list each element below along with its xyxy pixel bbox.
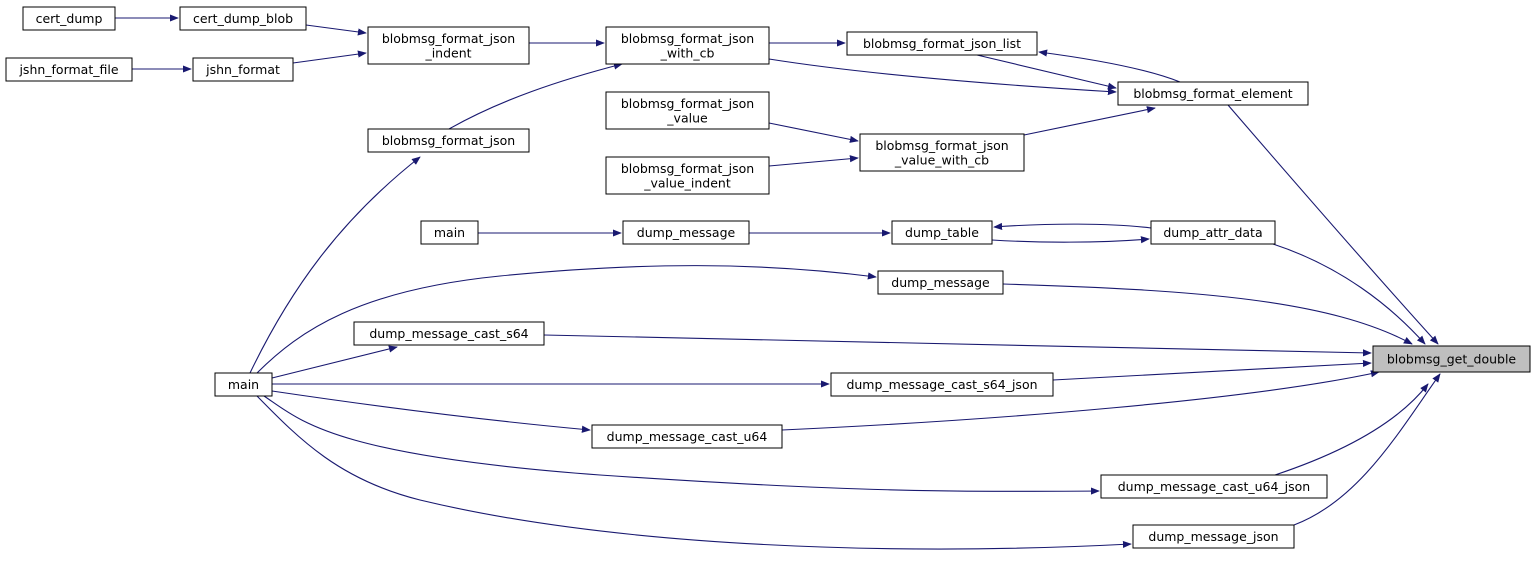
edge-main2-to-dump_message2	[256, 265, 877, 374]
node-label: blobmsg_format_json_list	[863, 36, 1021, 51]
node-label: _with_cb	[660, 45, 715, 60]
node-bfj-value[interactable]: blobmsg_format_json_value	[605, 91, 770, 130]
node-bfj-indent[interactable]: blobmsg_format_json_indent	[367, 26, 530, 65]
edge-cast_s64-to-get_double	[543, 334, 1372, 357]
edge-dump_attr_data-to-get_double	[1272, 243, 1426, 345]
node-bf-element[interactable]: blobmsg_format_element	[1117, 81, 1309, 106]
node-main2[interactable]: main	[214, 372, 273, 397]
node-dump-message2[interactable]: dump_message	[877, 270, 1004, 295]
node-bfj-with-cb[interactable]: blobmsg_format_json_with_cb	[605, 26, 770, 65]
edge-bfj_value-to-bfj_value_with_cb	[768, 122, 859, 143]
node-cast-u64-json[interactable]: dump_message_cast_u64_json	[1100, 474, 1328, 499]
nodes: cert_dump cert_dump_blob jshn_format_file j…	[5, 6, 1531, 549]
node-label: blobmsg_format_json	[621, 96, 754, 111]
node-label: blobmsg_format_json	[621, 161, 754, 176]
node-label: main	[228, 377, 259, 392]
edge-cast_s64_json-to-get_double	[1052, 359, 1372, 381]
edge-cast_u64-to-get_double	[781, 370, 1380, 431]
node-label: dump_message_json	[1148, 529, 1278, 544]
node-dump-table[interactable]: dump_table	[891, 220, 993, 245]
node-main1[interactable]: main	[420, 220, 479, 245]
edge-dump_message_json-to-get_double	[1293, 373, 1441, 526]
edges	[115, 14, 1441, 550]
node-bfj-value-indent[interactable]: blobmsg_format_json_value_indent	[605, 156, 770, 195]
edge-cert_dump_blob-to-bfj_indent	[305, 24, 367, 36]
node-label: dump_message_cast_s64	[369, 326, 528, 341]
node-cert-dump[interactable]: cert_dump	[22, 6, 116, 31]
node-label: dump_message	[637, 225, 736, 240]
edge-dump_message2-to-get_double	[1002, 283, 1413, 345]
edge-bfj_with_cb-to-bf_element	[768, 58, 1117, 96]
node-label: jshn_format	[205, 62, 280, 77]
node-label: cert_dump_blob	[193, 11, 293, 26]
edge-dump_attr_data-to-dump_table	[993, 222, 1152, 231]
node-label: blobmsg_format_json	[875, 138, 1008, 153]
edge-dump_table-to-dump_attr_data	[991, 236, 1150, 244]
edge-main2-to-cast_u64	[271, 390, 591, 433]
node-cast-u64[interactable]: dump_message_cast_u64	[591, 424, 783, 449]
node-jshn-format-file[interactable]: jshn_format_file	[5, 57, 133, 82]
node-cast-s64-json[interactable]: dump_message_cast_s64_json	[830, 372, 1054, 397]
edge-cast_u64_json-to-get_double	[1274, 383, 1429, 476]
node-label: jshn_format_file	[18, 62, 118, 77]
edge-main2-to-dump_message_json	[256, 395, 1132, 550]
node-label: cert_dump	[36, 11, 103, 26]
node-label: dump_message_cast_u64	[607, 429, 768, 444]
node-label: _indent	[424, 45, 471, 60]
node-dump-attr-data[interactable]: dump_attr_data	[1150, 220, 1276, 245]
edge-main2-to-cast_u64_json	[263, 395, 1100, 495]
node-bfj-list[interactable]: blobmsg_format_json_list	[846, 31, 1038, 56]
node-label: _value_with_cb	[894, 152, 989, 167]
node-label: dump_message	[891, 275, 990, 290]
node-cast-s64[interactable]: dump_message_cast_s64	[353, 321, 545, 346]
node-bfj-value-with-cb[interactable]: blobmsg_format_json_value_with_cb	[859, 133, 1025, 172]
node-label: dump_message_cast_s64_json	[846, 377, 1037, 392]
node-label: blobmsg_format_json	[382, 133, 515, 148]
node-label: _value_indent	[643, 175, 731, 190]
edge-bfj_value_indent-to-bfj_value_with_cb	[768, 155, 859, 167]
edge-bfj_list-to-bf_element	[976, 54, 1117, 90]
node-label: dump_attr_data	[1163, 225, 1262, 240]
node-label: blobmsg_format_json	[382, 31, 515, 46]
node-jshn-format[interactable]: jshn_format	[192, 57, 294, 82]
node-cert-dump-blob[interactable]: cert_dump_blob	[179, 6, 307, 31]
edge-jshn_format-to-bfj_indent	[292, 50, 367, 64]
edge-bfj-to-bfj_with_cb	[448, 62, 623, 130]
node-label: blobmsg_format_element	[1133, 86, 1292, 101]
edge-bf_element-to-bfj_list	[1038, 49, 1181, 83]
node-bfj[interactable]: blobmsg_format_json	[367, 128, 530, 153]
node-label: blobmsg_get_double	[1387, 352, 1517, 367]
node-label: main	[434, 225, 465, 240]
edge-main2-to-bfj	[249, 156, 421, 374]
node-label: _value	[666, 110, 708, 125]
edge-bf_element-to-get_double	[1227, 104, 1439, 345]
node-label: blobmsg_format_json	[621, 31, 754, 46]
node-get-double[interactable]: blobmsg_get_double	[1372, 345, 1531, 373]
node-label: dump_message_cast_u64_json	[1118, 479, 1310, 494]
edge-main2-to-cast_s64	[271, 345, 398, 379]
node-label: dump_table	[905, 225, 979, 240]
edge-bfj_value_with_cb-to-bf_element	[1023, 106, 1156, 136]
node-dump-message1[interactable]: dump_message	[622, 220, 750, 245]
node-dump-message-json[interactable]: dump_message_json	[1132, 524, 1295, 549]
